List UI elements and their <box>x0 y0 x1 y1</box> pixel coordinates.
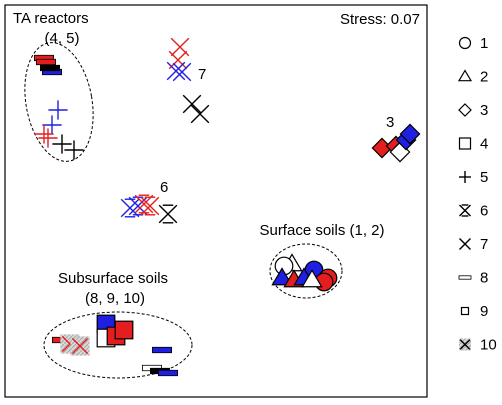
data-point-dash <box>157 369 178 377</box>
data-point-cross <box>168 50 188 70</box>
data-point-dash <box>40 64 61 72</box>
surface-soils-ellipse <box>269 243 343 299</box>
group-subtitle-subsurface-soils: (8, 9, 10) <box>85 290 145 307</box>
legend-label: 6 <box>480 203 488 220</box>
legend-item-7: 7 <box>459 236 488 253</box>
legend-item-1: 1 <box>458 35 488 52</box>
legend-label: 2 <box>480 69 488 86</box>
group-subtitle-ta-reactors: (4, 5) <box>44 30 79 47</box>
legend-symbol-circle <box>458 36 472 50</box>
data-point-triangle <box>271 267 293 286</box>
legend-symbol-cross <box>459 238 471 250</box>
legend-symbol-square-small <box>460 306 470 316</box>
legend-label: 1 <box>480 35 488 52</box>
legend-symbol-plus <box>459 171 471 183</box>
legend-label: 5 <box>480 169 488 186</box>
legend-item-3: 3 <box>458 102 488 119</box>
legend-item-6: 6 <box>459 203 488 220</box>
legend-item-4: 4 <box>458 136 488 153</box>
data-point-triangle <box>301 269 323 288</box>
legend-symbol-hatched-cross <box>459 338 471 351</box>
data-point-cross-bar <box>158 204 178 224</box>
data-point-plus <box>48 100 68 120</box>
data-point-square <box>114 320 134 340</box>
legend-item-2: 2 <box>457 69 488 86</box>
legend-symbol-dash <box>458 275 472 280</box>
data-point-cross-bar <box>140 196 160 216</box>
legend-symbol-triangle <box>457 69 473 82</box>
legend: 1 2 3 4 5 6 7 8 9 10 <box>457 35 497 354</box>
legend-symbol-diamond <box>458 103 472 117</box>
data-point-cross-bar <box>134 194 154 214</box>
legend-item-5: 5 <box>459 169 488 186</box>
subsurface-soils-ellipse <box>43 311 193 379</box>
legend-label: 3 <box>480 102 488 119</box>
data-point-plus <box>38 128 58 148</box>
data-point-dash <box>151 346 172 354</box>
cluster-label-7: 7 <box>198 66 206 83</box>
group-title-subsurface-soils: Subsurface soils <box>58 270 168 287</box>
data-point-cross <box>166 61 186 81</box>
data-point-cross-bar <box>120 198 140 218</box>
cluster-label-3: 3 <box>386 114 394 131</box>
legend-label: 4 <box>480 136 488 153</box>
data-point-cross <box>172 62 192 82</box>
legend-label: 9 <box>480 303 488 320</box>
data-point-cross <box>190 104 210 124</box>
legend-item-8: 8 <box>458 270 488 287</box>
plot-frame <box>4 4 428 398</box>
group-title-surface-soils: Surface soils (1, 2) <box>259 222 384 239</box>
data-point-cross <box>182 94 202 114</box>
data-point-diamond <box>399 123 421 145</box>
data-point-dash <box>36 58 57 66</box>
data-point-plus <box>42 115 62 135</box>
group-title-ta-reactors: TA reactors <box>13 10 89 27</box>
stress-label: Stress: 0.07 <box>340 11 420 28</box>
legend-label: 8 <box>480 270 488 287</box>
cluster-label-6: 6 <box>160 179 168 196</box>
legend-label: 10 <box>480 337 497 354</box>
legend-item-9: 9 <box>460 303 488 320</box>
legend-symbol-square <box>458 137 472 150</box>
data-point-hatched-cross <box>70 336 90 356</box>
data-point-plus <box>34 124 54 144</box>
legend-symbol-cross-bar <box>459 204 471 217</box>
data-point-plus <box>64 140 84 160</box>
data-points <box>34 37 421 377</box>
legend-label: 7 <box>480 236 488 253</box>
data-point-plus <box>52 134 72 154</box>
legend-item-10: 10 <box>459 337 497 354</box>
ta-reactors-ellipse <box>24 42 94 162</box>
